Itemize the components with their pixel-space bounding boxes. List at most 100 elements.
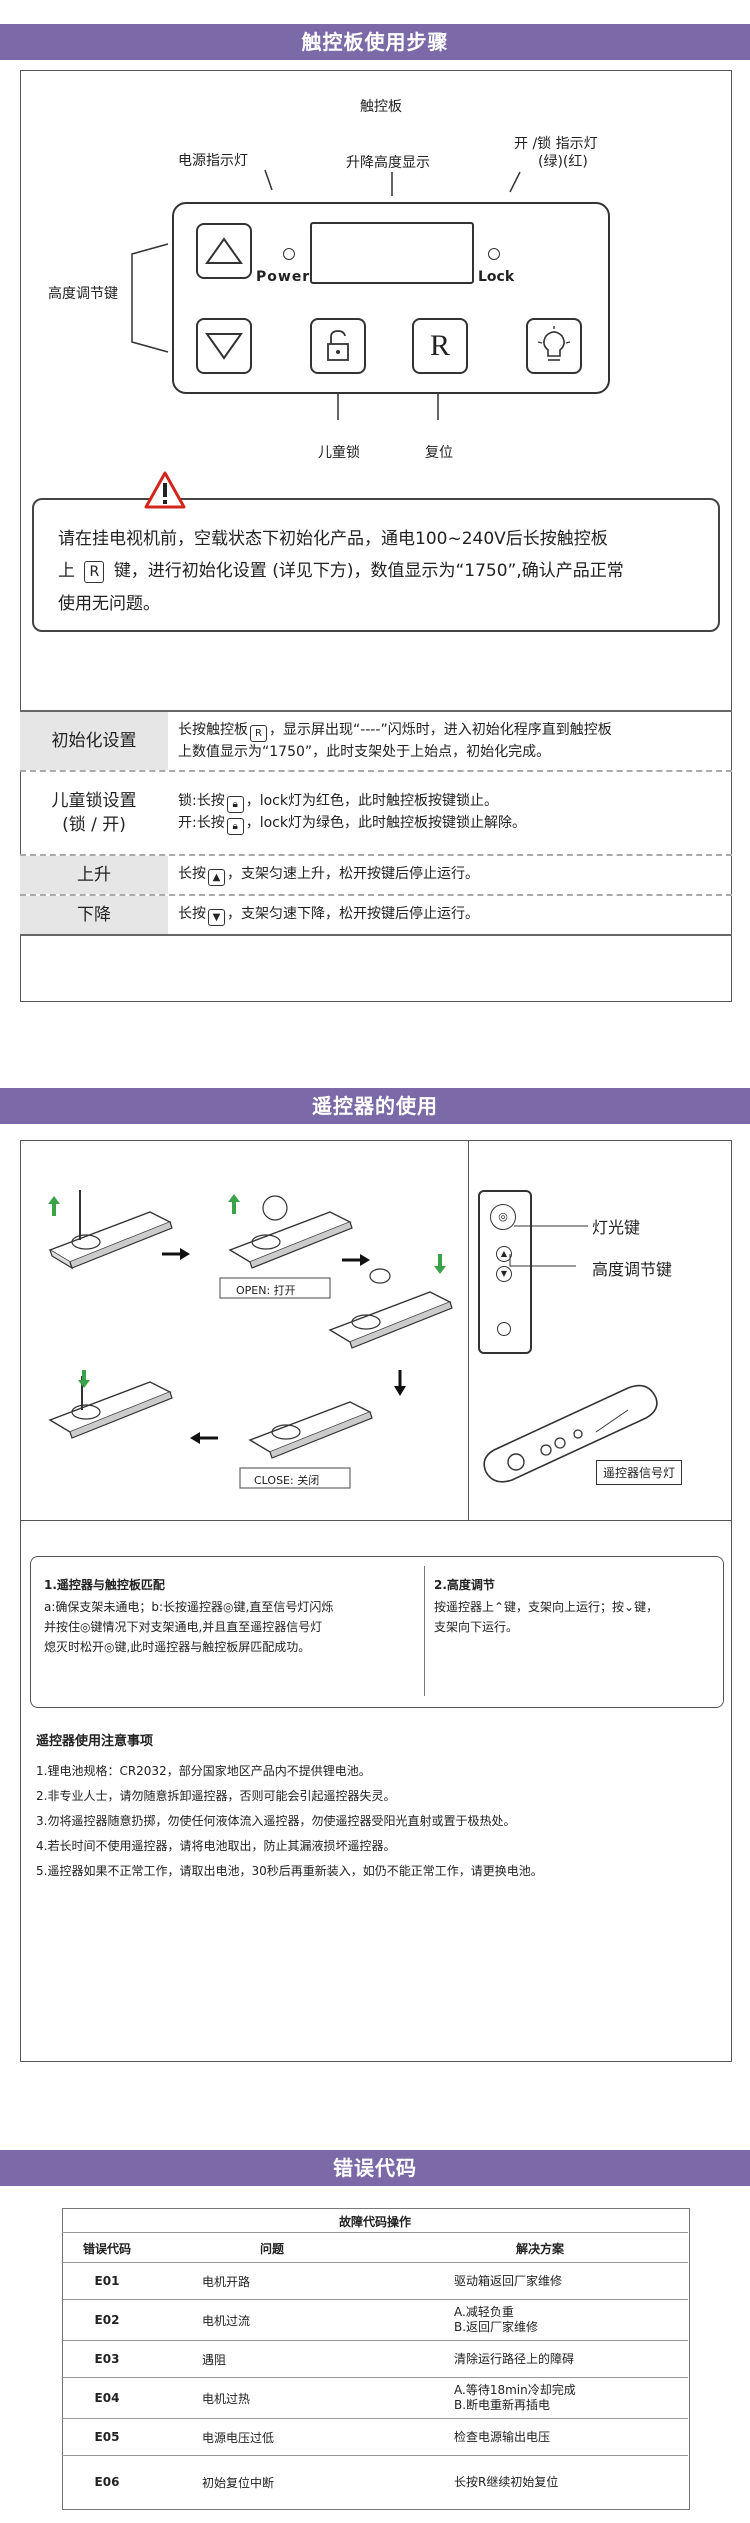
remote-signal-led <box>497 1322 511 1336</box>
error-row-e03: E03 遇阻 清除运行路径上的障碍 <box>62 2340 688 2377</box>
error-solution: A.等待18min冷却完成 B.断电重新再插电 <box>392 2383 688 2413</box>
table-desc-line: 上数值显示为“1750”，此时支架处于上始点，初始化完成。 <box>178 743 551 760</box>
table-row-label: 上升 <box>20 856 168 894</box>
height-adjust-line: 按遥控器上⌃键，支架向上运行；按⌄键， <box>434 1600 659 1614</box>
remote-angled-view <box>483 1384 658 1483</box>
section1-banner: 触控板使用步骤 <box>0 24 750 60</box>
desc-post: ，lock灯为绿色，此时触控板按键锁止解除。 <box>245 815 526 831</box>
table-row-desc: 锁:长按🔒︎，lock灯为红色，此时触控板按键锁止。 开:长按🔒︎，lock灯为… <box>168 772 732 854</box>
error-problem: 电机过热 <box>202 2391 251 2406</box>
error-row-e04: E04 电机过热 A.等待18min冷却完成 B.断电重新再插电 <box>62 2377 688 2418</box>
pairing-line: 并按住◎键情况下对支架通电,并且直至遥控器信号灯 <box>44 1620 323 1634</box>
table-desc-line: 开:长按🔒︎，lock灯为绿色，此时触控板按键锁止解除。 <box>178 813 732 835</box>
reset-key[interactable]: R <box>412 318 468 374</box>
remote-front-view <box>478 1190 532 1354</box>
label-lock-indicator: 开 /锁 指示灯 <box>514 136 598 152</box>
error-problem: 初始复位中断 <box>202 2475 275 2490</box>
remote-step3-illustration <box>328 1254 453 1349</box>
label-power-indicator: 电源指示灯 <box>178 153 248 169</box>
warning-line-2: 上 R 键，进行初始化设置 (详见下方)，数值显示为“1750”,确认产品正常 <box>58 556 624 583</box>
warning-line-1: 请在挂电视机前，空载状态下初始化产品，通电100~240V后长按触控板 <box>58 529 608 549</box>
section2-divider-horizontal <box>20 1520 731 1521</box>
desc-post: ，显示屏出现“----”闪烁时，进入初始化程序直到触控板 <box>269 721 612 738</box>
up-key[interactable] <box>196 223 252 279</box>
warning-line-3: 使用无问题。 <box>58 594 160 614</box>
remote-step4-illustration <box>248 1401 373 1459</box>
table-desc-line: 锁:长按🔒︎，lock灯为红色，此时触控板按键锁止。 <box>178 791 732 813</box>
solution-line: 清除运行路径上的障碍 <box>454 2351 575 2366</box>
lamp-icon <box>537 326 571 361</box>
light-key[interactable] <box>526 318 582 374</box>
remote-up-key[interactable]: ▲ <box>496 1246 512 1262</box>
section2-banner: 遥控器的使用 <box>0 1088 750 1124</box>
error-solution: 检查电源输出电压 <box>392 2430 688 2445</box>
warning-triangle-icon <box>144 471 186 509</box>
error-code: E05 <box>94 2430 120 2444</box>
remote-callout-lines <box>509 1225 588 1267</box>
error-row-e05: E05 电源电压过低 检查电源输出电压 <box>62 2418 688 2455</box>
close-label: CLOSE: 关闭 <box>254 1474 320 1487</box>
down-key[interactable] <box>196 318 252 374</box>
pairing-line: a:确保支架未通电；b:长按遥控器◎键,直至信号灯闪烁 <box>44 1600 334 1614</box>
warning-box <box>32 498 720 632</box>
desc-post: ，支架匀速下降，松开按键后停止运行。 <box>227 906 479 922</box>
solution-line: B.返回厂家维修 <box>454 2320 539 2334</box>
desc-pre: 长按 <box>178 866 206 882</box>
solution-line: 长按R继续初始复位 <box>454 2474 559 2489</box>
error-row-e01: E01 电机开路 驱动箱返回厂家维修 <box>62 2262 688 2299</box>
battery-install-diagram <box>48 1190 453 1489</box>
height-adjust-title: 2.高度调节 <box>434 1578 495 1592</box>
up-arrow-icon <box>205 237 243 264</box>
section1-frame <box>20 70 732 1002</box>
remote-step2-illustration <box>228 1194 353 1269</box>
label-height-keys: 高度调节键 <box>48 286 118 302</box>
panel-lock-text: Lock <box>478 269 515 285</box>
pairing-line: 熄灭时松开◎键,此时遥控器与触控板屏匹配成功。 <box>44 1640 311 1654</box>
solution-line: 驱动箱返回厂家维修 <box>454 2273 563 2288</box>
desc-pre: 长按 <box>178 906 206 922</box>
reset-key-glyph: R <box>429 329 450 362</box>
table-desc-line: 长按▼，支架匀速下降，松开按键后停止运行。 <box>178 904 732 926</box>
error-row-e02: E02 电机过流 A.减轻负重 B.返回厂家维修 <box>62 2299 688 2340</box>
error-code: E06 <box>94 2475 120 2489</box>
label-child-lock: 儿童锁 <box>318 445 360 461</box>
panel-title: 触控板 <box>360 99 402 115</box>
down-mini-icon: ▼ <box>208 909 225 926</box>
remote-down-key[interactable]: ▼ <box>496 1266 512 1282</box>
desc-pre: 锁:长按 <box>178 793 225 809</box>
note-item: 1.锂电池规格：CR2032，部分国家地区产品内不提供锂电池。 <box>36 1764 371 1778</box>
error-problem: 遇阻 <box>202 2352 227 2367</box>
table-row-label: 儿童锁设置 (锁 / 开) <box>20 772 168 854</box>
error-table-header: 错误代码 问题 解决方案 <box>62 2232 688 2263</box>
height-display-screen <box>310 222 474 284</box>
down-arrow-icon <box>205 333 243 360</box>
child-lock-key[interactable] <box>310 318 366 374</box>
warning-line-2-pre: 上 <box>58 561 75 581</box>
error-solution: 长按R继续初始复位 <box>392 2475 688 2490</box>
header-problem: 问题 <box>259 2241 284 2256</box>
solution-line: 检查电源输出电压 <box>454 2429 551 2444</box>
table-row-label: 下降 <box>20 896 168 934</box>
remote-step5-illustration <box>48 1370 173 1439</box>
remote-step1-illustration <box>48 1190 173 1270</box>
warning-line-2-post: 键，进行初始化设置 (详见下方)，数值显示为“1750”,确认产品正常 <box>113 561 624 581</box>
label-line: (锁 / 开) <box>62 815 126 835</box>
error-code: E03 <box>94 2352 120 2366</box>
lock-mini-icon: 🔒︎ <box>226 796 244 813</box>
error-solution: A.减轻负重 B.返回厂家维修 <box>392 2305 688 2335</box>
warning-reset-key-icon: R <box>84 561 105 583</box>
table-row-desc: 长按▼，支架匀速下降，松开按键后停止运行。 <box>168 896 732 934</box>
error-row-e06: E06 初始复位中断 长按R继续初始复位 <box>62 2455 688 2508</box>
error-code: E02 <box>94 2313 120 2327</box>
note-item: 2.非专业人士，请勿随意拆卸遥控器，否则可能会引起遥控器失灵。 <box>36 1789 396 1803</box>
note-item: 5.遥控器如果不正常工作，请取出电池，30秒后再重新装入，如仍不能正常工作，请更… <box>36 1864 543 1878</box>
table-row-up: 上升 长按▲，支架匀速上升，松开按键后停止运行。 <box>20 854 732 894</box>
solution-line: A.等待18min冷却完成 <box>454 2383 576 2397</box>
desc-post: ，支架匀速上升，松开按键后停止运行。 <box>227 866 479 882</box>
table-row-label: 初始化设置 <box>20 712 168 770</box>
remote-light-key[interactable]: ◎ <box>490 1204 516 1230</box>
label-height-display: 升降高度显示 <box>346 155 430 171</box>
desc-pre: 长按触控板 <box>178 721 248 738</box>
